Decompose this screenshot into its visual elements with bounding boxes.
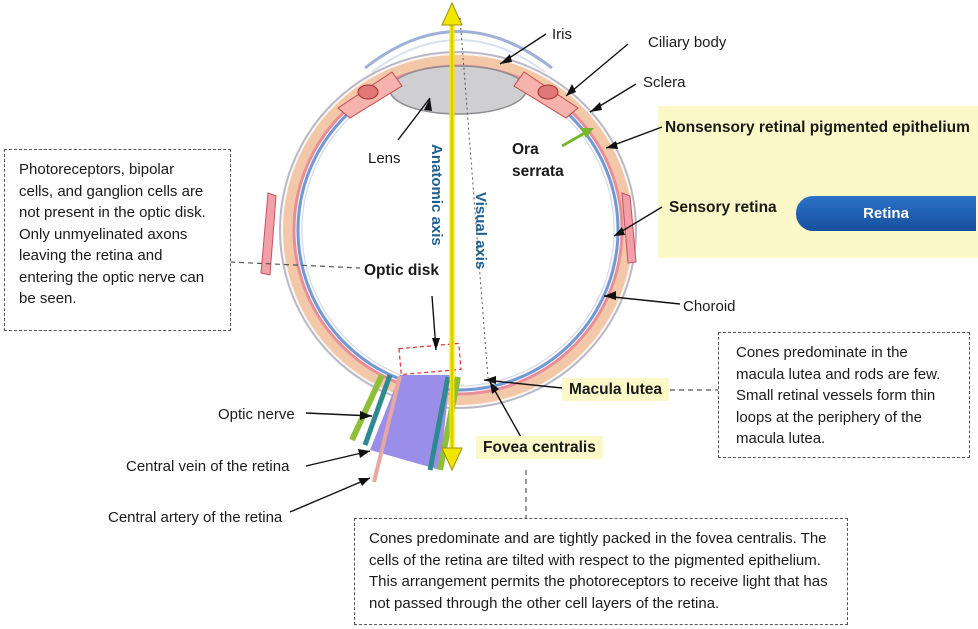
note-line: not present in the optic disk. <box>19 204 206 221</box>
ora-serrata-label-1: Ora <box>512 141 539 158</box>
fovea-centralis-label: Fovea centralis <box>476 436 603 459</box>
note-line: Small retinal vessels form thin <box>736 387 936 404</box>
note-connectors <box>229 261 718 518</box>
choroid-label: Choroid <box>683 298 736 315</box>
ciliary-body-shape <box>337 71 579 119</box>
central-vein-label: Central vein of the retina <box>126 458 290 475</box>
note-line: macula lutea. <box>736 430 826 447</box>
lens-label: Lens <box>368 150 401 167</box>
note-line: leaving the retina and <box>19 247 163 264</box>
note-line: entering the optic nerve can <box>19 268 205 286</box>
anatomic-axis-label: Anatomic axis <box>428 144 445 246</box>
note-line: macula lutea and rods are few. <box>736 365 941 383</box>
note-line: Photoreceptors, bipolar <box>19 161 175 178</box>
ciliary-body-label: Ciliary body <box>648 34 727 51</box>
note-line: Only unmyelinated axons <box>19 225 188 243</box>
sensory-retina-label: Sensory retina <box>669 199 777 216</box>
note-line: Cones predominate and are tightly packed… <box>369 530 827 547</box>
note-line: This arrangement permits the photorecept… <box>369 573 828 590</box>
retina-highlight-panel <box>658 106 978 258</box>
optic-nerve-label: Optic nerve <box>218 406 295 423</box>
note-line: be seen. <box>19 290 77 307</box>
sclera-label: Sclera <box>643 74 686 91</box>
arrow-heads <box>358 54 625 486</box>
central-artery-label: Central artery of the retina <box>108 509 283 526</box>
macula-note: Cones predominate in the macula lutea an… <box>718 332 970 458</box>
cornea <box>364 30 553 70</box>
anatomic-axis-arrow <box>441 1 463 472</box>
eye-muscles <box>260 192 637 276</box>
note-line: Cones predominate in the <box>736 344 908 361</box>
optic-nerve-shape <box>349 373 461 483</box>
retina-badge: Retina <box>796 196 976 231</box>
note-line: cells, and ganglion cells are <box>19 182 204 200</box>
note-line: not passed through the other cell layers… <box>369 594 720 612</box>
optic-disk-note: Photoreceptors, bipolar cells, and gangl… <box>4 149 231 331</box>
optic-disk-marker <box>398 342 462 376</box>
note-line: cells of the retina are tilted with resp… <box>369 551 821 569</box>
optic-disk-label: Optic disk <box>364 262 439 279</box>
visual-axis-label: Visual axis <box>472 192 489 269</box>
iris-label: Iris <box>552 26 572 43</box>
visual-axis-line <box>459 17 489 379</box>
note-line: loops at the periphery of the <box>736 408 922 426</box>
fovea-note: Cones predominate and are tightly packed… <box>354 518 848 625</box>
nonsensory-label: Nonsensory retinal pigmented epithelium <box>665 119 970 136</box>
macula-lutea-label: Macula lutea <box>562 378 670 401</box>
lens-shape <box>389 65 527 115</box>
ora-serrata-label-2: serrata <box>512 163 564 180</box>
